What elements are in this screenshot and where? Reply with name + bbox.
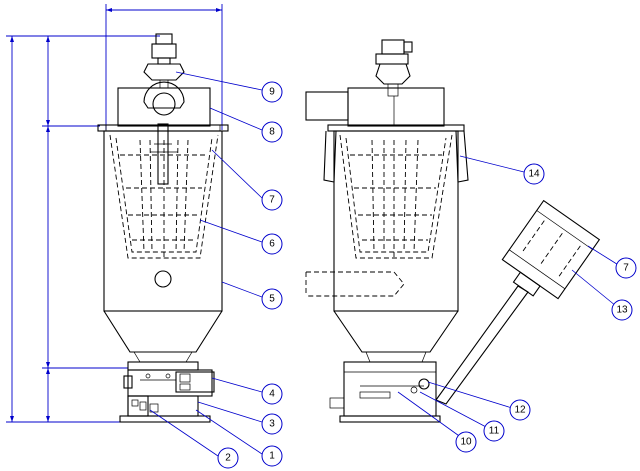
callout-balloons: 9 8 7 6 5 4 3 2 1 14 7 13 12 11 10 (217, 81, 637, 469)
callout-label: 5 (269, 294, 275, 305)
callout-label: 3 (269, 419, 275, 430)
callout-5: 5 (261, 288, 283, 310)
side-view (305, 39, 601, 423)
callout-4: 4 (261, 383, 283, 405)
callout-10: 10 (455, 431, 477, 453)
callout-label: 14 (528, 169, 540, 180)
callout-11: 11 (483, 420, 505, 442)
leader-lines (149, 71, 621, 457)
callout-label: 7 (623, 263, 629, 274)
callout-label: 2 (225, 453, 231, 464)
callout-label: 8 (269, 127, 275, 138)
callout-label: 10 (460, 437, 472, 448)
callout-label: 6 (269, 239, 275, 250)
callout-14: 14 (523, 163, 545, 185)
dimension-lines (6, 4, 223, 423)
callout-7-right: 7 (615, 257, 637, 279)
callout-13: 13 (611, 299, 633, 321)
callout-1: 1 (261, 445, 283, 467)
callout-7-left: 7 (261, 189, 283, 211)
callout-3: 3 (261, 413, 283, 435)
callout-6: 6 (261, 233, 283, 255)
callout-label: 11 (489, 426, 500, 437)
callout-2: 2 (217, 447, 239, 469)
callout-label: 12 (514, 405, 526, 416)
callout-label: 4 (269, 389, 275, 400)
front-view (97, 33, 229, 423)
callout-9: 9 (261, 81, 283, 103)
callout-label: 9 (269, 87, 275, 98)
callout-label: 13 (616, 305, 628, 316)
callout-label: 1 (269, 451, 275, 462)
callout-label: 7 (269, 195, 275, 206)
callout-12: 12 (509, 399, 531, 421)
callout-8: 8 (261, 121, 283, 143)
